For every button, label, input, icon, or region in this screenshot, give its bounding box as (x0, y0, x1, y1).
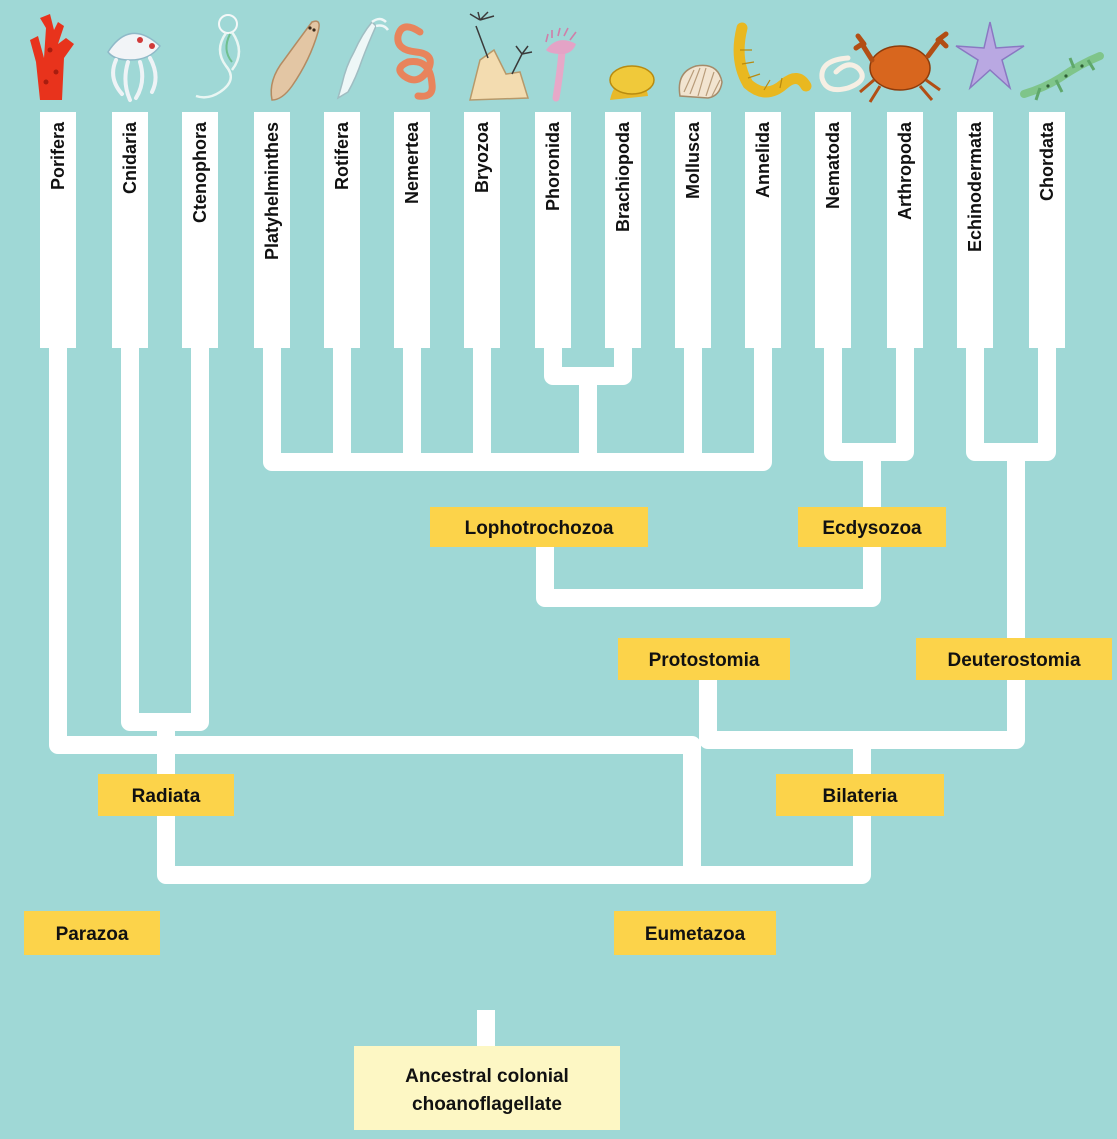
phylum-label-platyhelminthes: Platyhelminthes (262, 122, 282, 260)
branch-lophotrochozoa (263, 340, 772, 471)
branch-lopho-ecdyso (536, 510, 881, 607)
phylum-label-porifera: Porifera (48, 121, 68, 190)
lamp-shell-icon (609, 65, 655, 100)
phylum-label-phoronida: Phoronida (543, 121, 563, 211)
phylum-label-echinodermata: Echinodermata (965, 121, 985, 252)
phylum-bar-phoronida: Phoronida (535, 112, 571, 348)
jellyfish-icon (107, 32, 161, 102)
ribbon-worm-icon (394, 23, 436, 100)
phylum-bar-bryozoa: Bryozoa (464, 112, 500, 348)
phylum-label-chordata: Chordata (1037, 121, 1057, 201)
phylum-label-rotifera: Rotifera (332, 121, 352, 190)
clade-eumetazoa: Eumetazoa (614, 911, 776, 955)
clade-lophotrochozoa: Lophotrochozoa (430, 507, 648, 547)
phylum-bar-platyhelminthes: Platyhelminthes (254, 112, 290, 348)
clade-ecdysozoa: Ecdysozoa (798, 507, 946, 547)
salamander-icon (1020, 52, 1104, 101)
phylum-label-bryozoa: Bryozoa (472, 121, 492, 193)
phylum-bar-nemertea: Nemertea (394, 112, 430, 348)
phylum-bar-mollusca: Mollusca (675, 112, 711, 348)
branch-parazoa-eumetazoa (49, 340, 701, 875)
scallop-icon (678, 64, 723, 99)
clade-label-protostomia: Protostomia (649, 650, 760, 671)
clade-protostomia: Protostomia (618, 638, 790, 680)
clade-parazoa: Parazoa (24, 911, 160, 955)
phylum-label-cnidaria: Cnidaria (120, 121, 140, 194)
phylum-label-nematoda: Nematoda (823, 121, 843, 209)
phylum-bar-porifera: Porifera (40, 112, 76, 348)
phylum-label-mollusca: Mollusca (683, 121, 703, 199)
clade-label-ecdysozoa: Ecdysozoa (822, 518, 922, 539)
phylum-bar-nematoda: Nematoda (815, 112, 851, 348)
comb-jelly-icon (195, 14, 241, 99)
phylum-bar-echinodermata: Echinodermata (957, 112, 993, 348)
clade-radiata: Radiata (98, 774, 234, 816)
earthworm-icon (733, 22, 812, 98)
phylum-bar-cnidaria: Cnidaria (112, 112, 148, 348)
phylum-bar-arthropoda: Arthropoda (887, 112, 923, 348)
bryozoan-icon (469, 11, 533, 101)
branch-deuterostomia (966, 340, 1056, 461)
branch-ecdysozoa (824, 340, 914, 461)
root-ancestor: Ancestral colonial choanoflagellate (354, 1046, 620, 1130)
flatworm-icon (270, 20, 320, 101)
crab-icon (853, 31, 949, 103)
clade-labels: Lophotrochozoa Ecdysozoa Protostomia Deu… (24, 507, 1112, 955)
tree-branches (49, 340, 1056, 1050)
clade-label-lophotrochozoa: Lophotrochozoa (465, 518, 614, 539)
clade-label-deuterostomia: Deuterostomia (947, 650, 1080, 671)
phylum-bar-brachiopoda: Brachiopoda (605, 112, 641, 348)
phylum-bars: Porifera Cnidaria Ctenophora Platyhelmin… (40, 112, 1065, 348)
phylum-bar-annelida: Annelida (745, 112, 781, 348)
clade-label-parazoa: Parazoa (56, 924, 129, 945)
branch-phoronida-brachiopoda (544, 340, 632, 462)
clade-bilateria: Bilateria (776, 774, 944, 816)
animal-icons (30, 11, 1104, 103)
phylum-label-annelida: Annelida (753, 121, 773, 198)
root-label-line2: choanoflagellate (412, 1094, 562, 1115)
clade-label-bilateria: Bilateria (823, 786, 898, 807)
phoronid-icon (545, 27, 577, 102)
phylum-label-brachiopoda: Brachiopoda (613, 121, 633, 232)
sea-star-icon (955, 21, 1025, 91)
branch-radiata (121, 340, 209, 731)
sponge-icon (30, 14, 74, 100)
rotifer-icon (336, 17, 390, 100)
phylum-bar-ctenophora: Ctenophora (182, 112, 218, 348)
roundworm-icon (819, 55, 865, 93)
clade-label-eumetazoa: Eumetazoa (645, 924, 746, 945)
phylum-label-arthropoda: Arthropoda (895, 121, 915, 220)
root-label-line1: Ancestral colonial (405, 1066, 569, 1087)
phylum-bar-chordata: Chordata (1029, 112, 1065, 348)
phylum-label-ctenophora: Ctenophora (190, 121, 210, 223)
phylum-label-nemertea: Nemertea (402, 121, 422, 204)
clade-label-radiata: Radiata (132, 786, 201, 807)
phylum-bar-rotifera: Rotifera (324, 112, 360, 348)
clade-deuterostomia: Deuterostomia (916, 638, 1112, 680)
